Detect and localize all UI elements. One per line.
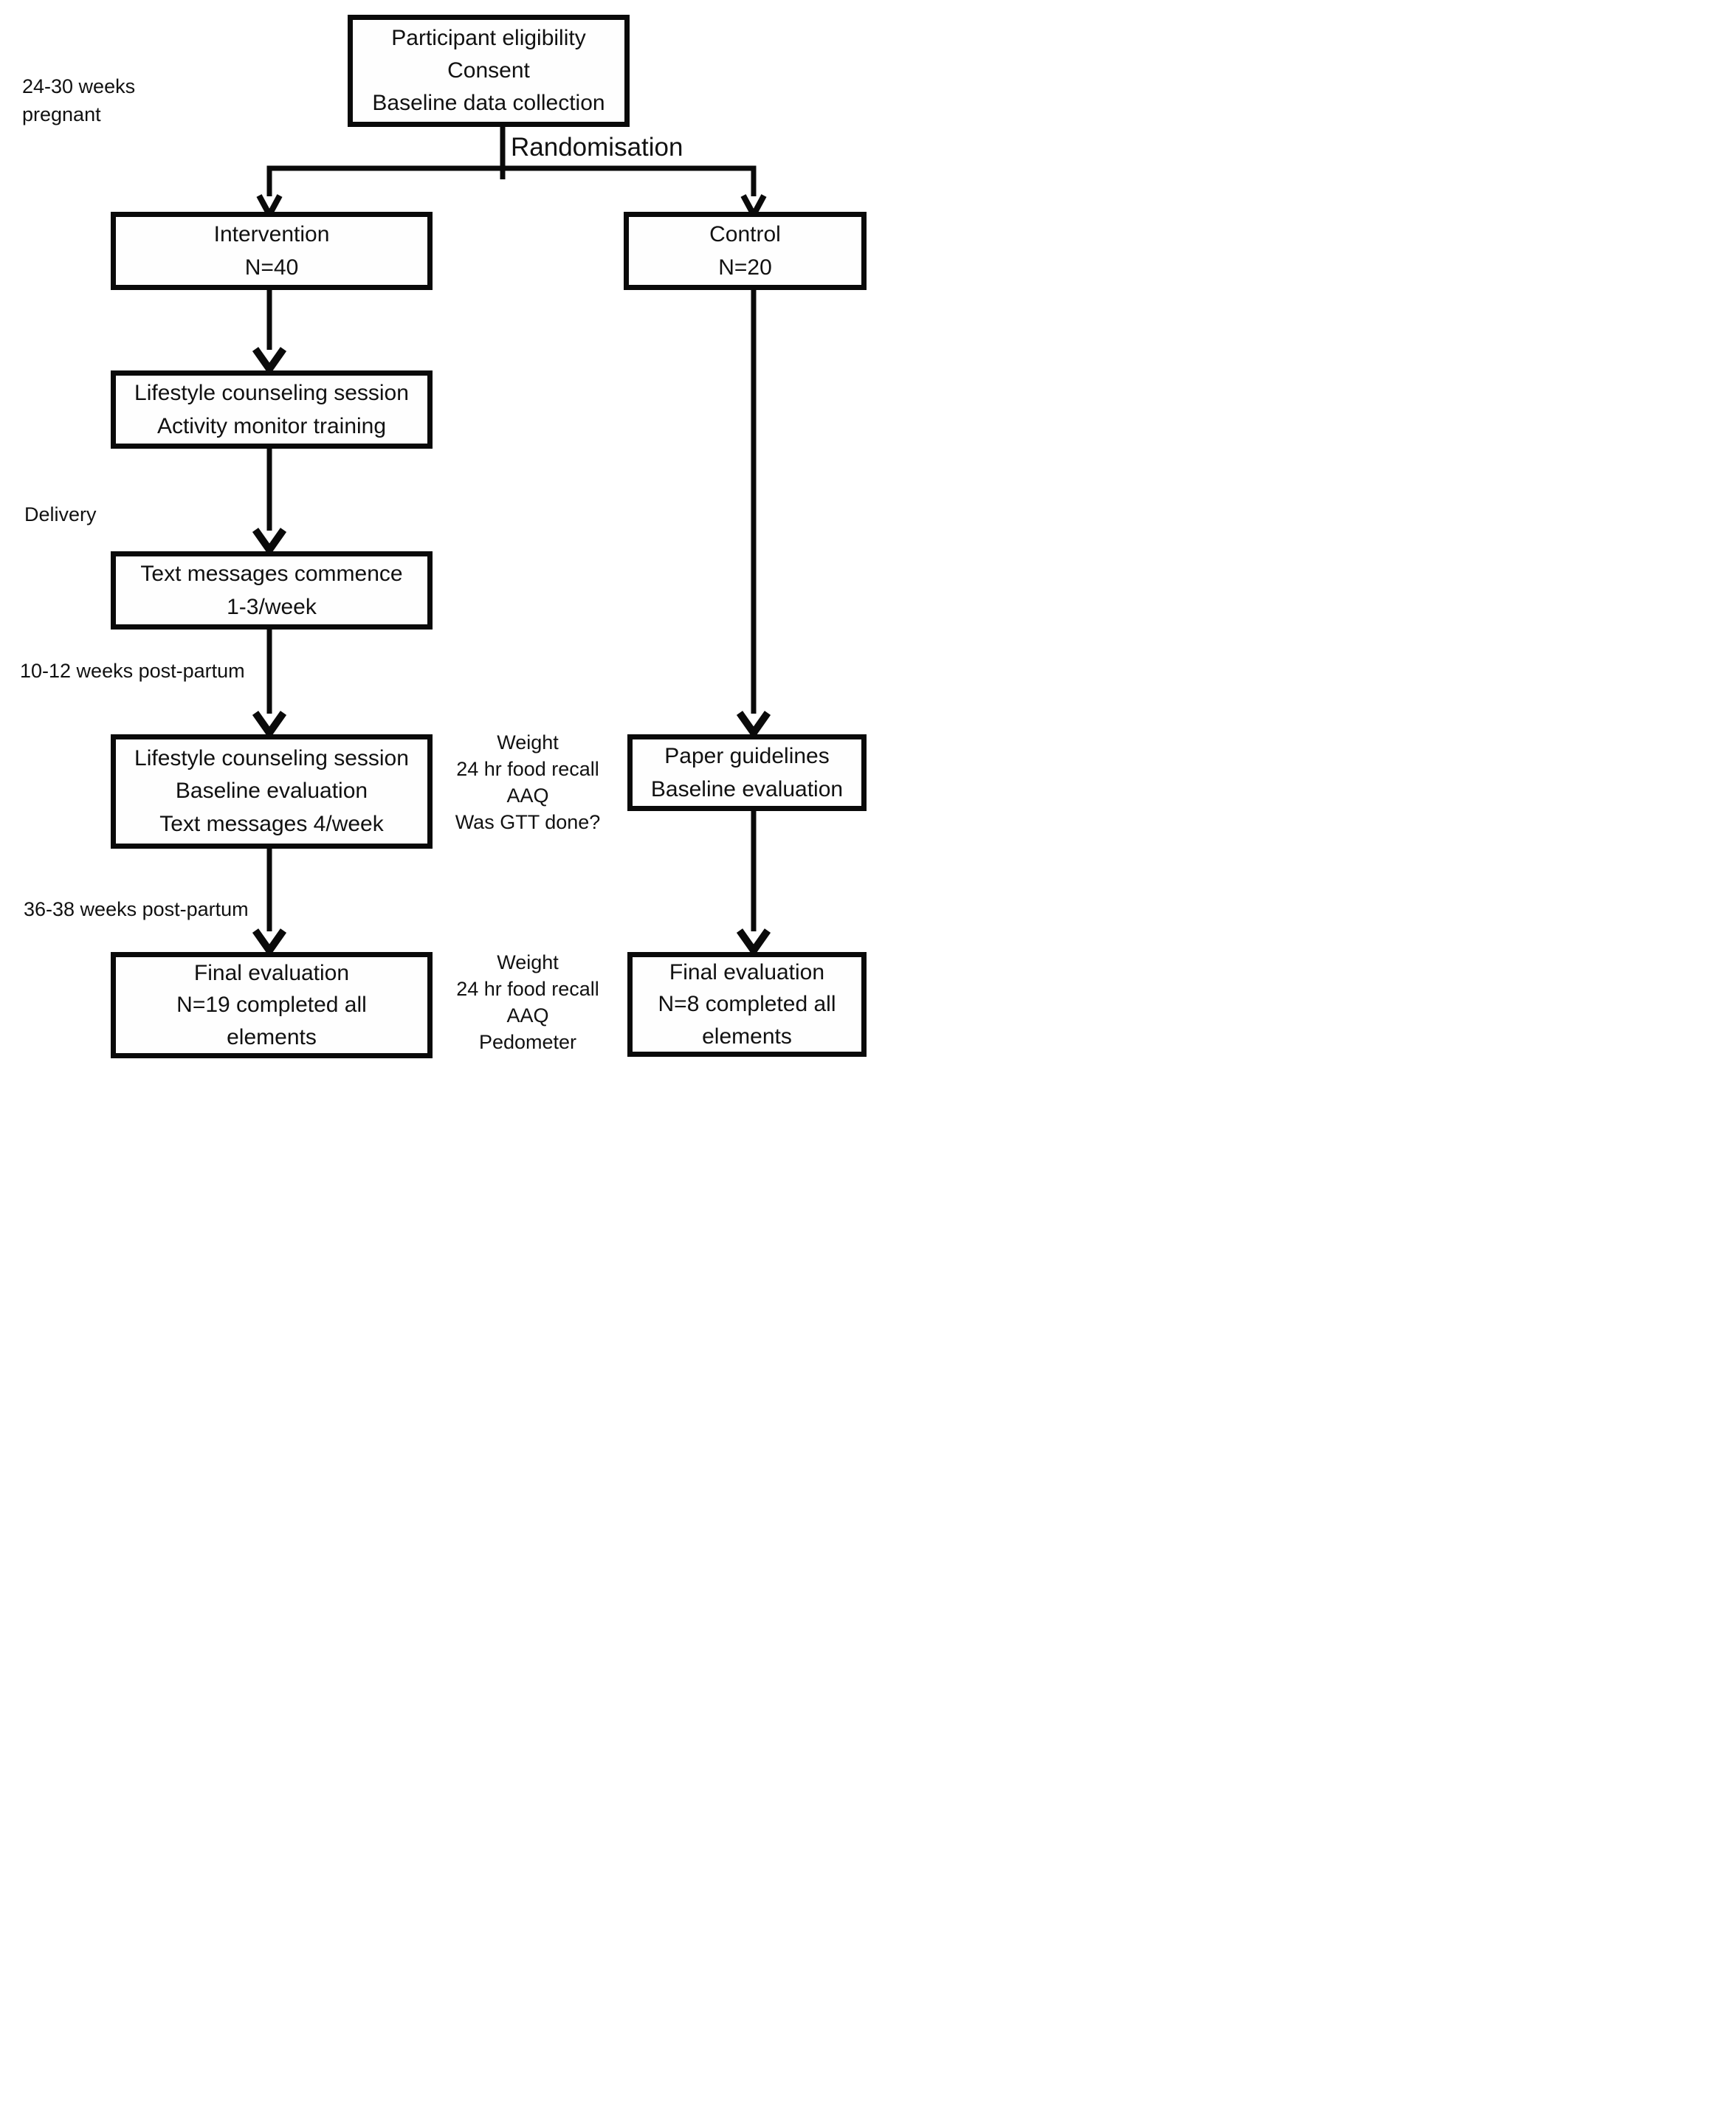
arrowhead-textmessages [252, 528, 287, 556]
arrowhead-counseling1 [252, 347, 287, 376]
counseling-baseline-eval-box: Lifestyle counseling session Baseline ev… [111, 734, 433, 849]
counseling-session-box: Lifestyle counseling session Activity mo… [111, 370, 433, 449]
timeline-label-pregnant: 24-30 weeks pregnant [22, 75, 136, 125]
text-messages-box: Text messages commence 1-3/week [111, 551, 433, 630]
arrowhead-counseling2 [252, 711, 287, 739]
arrowhead-final-intervention [252, 928, 287, 957]
final-evaluation-control-box: Final evaluation N=8 completed all eleme… [627, 952, 867, 1057]
baseline-evaluation-measures-label: Weight 24 hr food recall AAQ Was GTT don… [455, 731, 601, 833]
arrowhead-paperguidelines [736, 711, 771, 739]
final-evaluation-intervention-box: Final evaluation N=19 completed all elem… [111, 952, 433, 1058]
paper-guidelines-box: Paper guidelines Baseline evaluation [627, 734, 867, 811]
timeline-label-36-38-weeks: 36-38 weeks post-partum [24, 898, 249, 920]
study-flowchart: Participant eligibility Consent Baseline… [0, 0, 868, 1060]
intervention-arm-box: Intervention N=40 [111, 212, 433, 290]
arrowhead-final-control [736, 928, 771, 957]
randomisation-label: Randomisation [511, 133, 683, 162]
timeline-label-10-12-weeks: 10-12 weeks post-partum [20, 660, 245, 682]
flow-connectors [252, 127, 771, 957]
enrollment-box: Participant eligibility Consent Baseline… [348, 15, 630, 127]
final-evaluation-measures-label: Weight 24 hr food recall AAQ Pedometer [456, 951, 599, 1053]
timeline-label-delivery: Delivery [24, 503, 97, 525]
control-arm-box: Control N=20 [624, 212, 867, 290]
